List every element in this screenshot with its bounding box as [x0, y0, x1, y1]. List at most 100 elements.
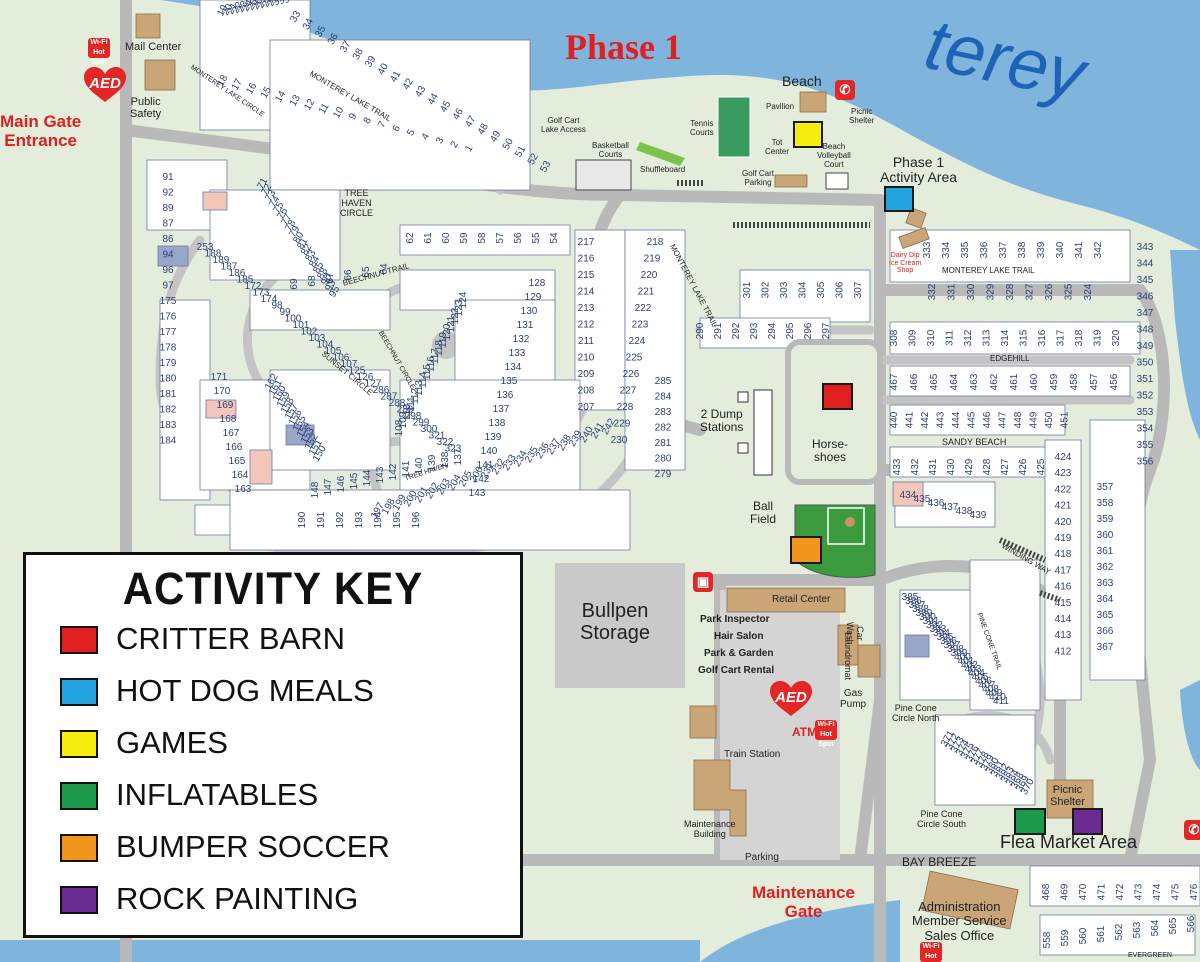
- lot-number: 321: [429, 431, 446, 442]
- lot-number: 33: [288, 9, 303, 25]
- lot-number: 230: [611, 435, 628, 446]
- lot-number: 131: [517, 320, 534, 331]
- lot-number: 86: [162, 234, 174, 245]
- lot-number: 451: [1060, 411, 1071, 428]
- lot-number: 139: [485, 432, 502, 443]
- lot-number: 138: [489, 418, 506, 429]
- lot-number: 467: [889, 373, 900, 390]
- lot-number: 52: [526, 151, 541, 167]
- lot-number: 437: [942, 502, 959, 513]
- lot-number: 312: [963, 329, 974, 346]
- lot-number: 228: [617, 402, 634, 413]
- hot-dog-meals-marker[interactable]: [884, 186, 914, 212]
- lot-number: 475: [1171, 883, 1182, 900]
- hot-dog-meals-key-label: HOT DOG MEALS: [116, 673, 374, 708]
- lot-number: 110: [402, 404, 413, 420]
- lot-number: 96: [162, 265, 174, 276]
- critter-barn-marker[interactable]: [822, 383, 853, 410]
- lot-number: 12: [302, 97, 317, 113]
- lot-number: 28: [260, 0, 275, 9]
- lot-number: 59: [459, 232, 470, 244]
- lot-number: 472: [1115, 883, 1126, 900]
- lot-number: 30: [270, 0, 285, 7]
- lot-number: 349: [1137, 341, 1154, 352]
- lot-number: 194: [373, 511, 384, 528]
- lot-number: 168: [220, 414, 237, 425]
- rock-painting-marker[interactable]: [1072, 808, 1103, 835]
- lot-number: 43: [413, 84, 428, 100]
- inflatables-marker[interactable]: [1014, 808, 1046, 835]
- lot-number: 94: [162, 250, 174, 261]
- games-marker[interactable]: [793, 121, 823, 148]
- lot-number: 221: [638, 287, 655, 298]
- phone-icon: ✆: [835, 80, 855, 100]
- lot-number: 142: [388, 463, 399, 480]
- lot-number: 282: [655, 423, 672, 434]
- lot-number: 219: [644, 254, 661, 265]
- lot-number: 6: [391, 123, 404, 134]
- lot-number: 40: [376, 61, 391, 77]
- lot-number: 106: [333, 353, 350, 364]
- lot-number: 302: [761, 281, 772, 298]
- lot-number: 177: [160, 327, 177, 338]
- lot-number: 220: [641, 270, 658, 281]
- bullpen-storage-label: Bullpen Storage: [580, 600, 651, 644]
- lot-number: 415: [1055, 598, 1072, 609]
- lot-number: 141: [477, 460, 494, 471]
- monterey-lake-trail-east-label: MONTEREY LAKE TRAIL: [942, 266, 1035, 275]
- lot-number: 292: [731, 322, 742, 339]
- rock-painting-key-label: ROCK PAINTING: [116, 881, 359, 916]
- lot-number: 166: [226, 442, 243, 453]
- lot-number: 169: [217, 400, 234, 411]
- lot-number: 41: [388, 69, 403, 85]
- lot-number: 192: [335, 511, 346, 528]
- lot-number: 397: [944, 640, 961, 651]
- lot-number: 365: [1097, 610, 1114, 621]
- lot-number: 83: [303, 248, 318, 264]
- inflatables-key-label: INFLATABLES: [116, 777, 319, 812]
- lot-number: 344: [1137, 259, 1154, 270]
- lot-number: 347: [1137, 308, 1154, 319]
- phase1-activity-area-label: Phase 1 Activity Area: [880, 154, 958, 186]
- lot-number: 303: [779, 281, 790, 298]
- lot-number: 208: [578, 386, 595, 397]
- lot-number: 215: [578, 270, 595, 281]
- lot-number: 78: [283, 218, 298, 234]
- lot-number: 433: [892, 458, 903, 475]
- restroom-icon: ▣: [693, 572, 713, 592]
- lot-number: 66: [343, 269, 354, 281]
- lot-number: 21: [225, 1, 240, 17]
- lot-number: 31: [275, 0, 290, 6]
- lot-number: 5: [405, 127, 418, 138]
- lot-number: 331: [947, 283, 958, 300]
- lot-number: 559: [1060, 929, 1071, 946]
- lot-number: 296: [803, 322, 814, 339]
- lot-number: 341: [1074, 241, 1085, 258]
- lot-number: 90: [319, 272, 334, 288]
- lot-number: 351: [1137, 374, 1154, 385]
- lot-number: 414: [1055, 614, 1072, 625]
- atm-label: ATM: [792, 725, 818, 739]
- lot-number: 218: [647, 237, 664, 248]
- lot-number: 360: [1097, 530, 1114, 541]
- bumper-soccer-marker[interactable]: [790, 536, 822, 564]
- rock-painting-swatch: [60, 886, 98, 914]
- lot-number: 148: [310, 481, 321, 498]
- lot-number: 389: [916, 608, 933, 619]
- retail-center-label: Retail Center: [772, 594, 831, 605]
- lot-number: 26: [250, 0, 265, 11]
- lot-number: 564: [1150, 919, 1161, 936]
- lot-number: 132: [513, 334, 530, 345]
- lot-number: 325: [1064, 283, 1075, 300]
- lot-number: 67: [325, 272, 336, 284]
- maintenance-gate-label: Maintenance Gate: [752, 883, 855, 921]
- lot-number: 439: [970, 510, 987, 521]
- lot-number: 216: [578, 254, 595, 265]
- lot-number: 566: [1186, 915, 1197, 932]
- lot-number: 17: [230, 77, 245, 93]
- lot-number: 134: [505, 362, 522, 373]
- lot-number: 327: [1025, 283, 1036, 300]
- lot-number: 293: [749, 322, 760, 339]
- lot-number: 409: [986, 688, 1003, 699]
- lot-number: 311: [945, 330, 956, 346]
